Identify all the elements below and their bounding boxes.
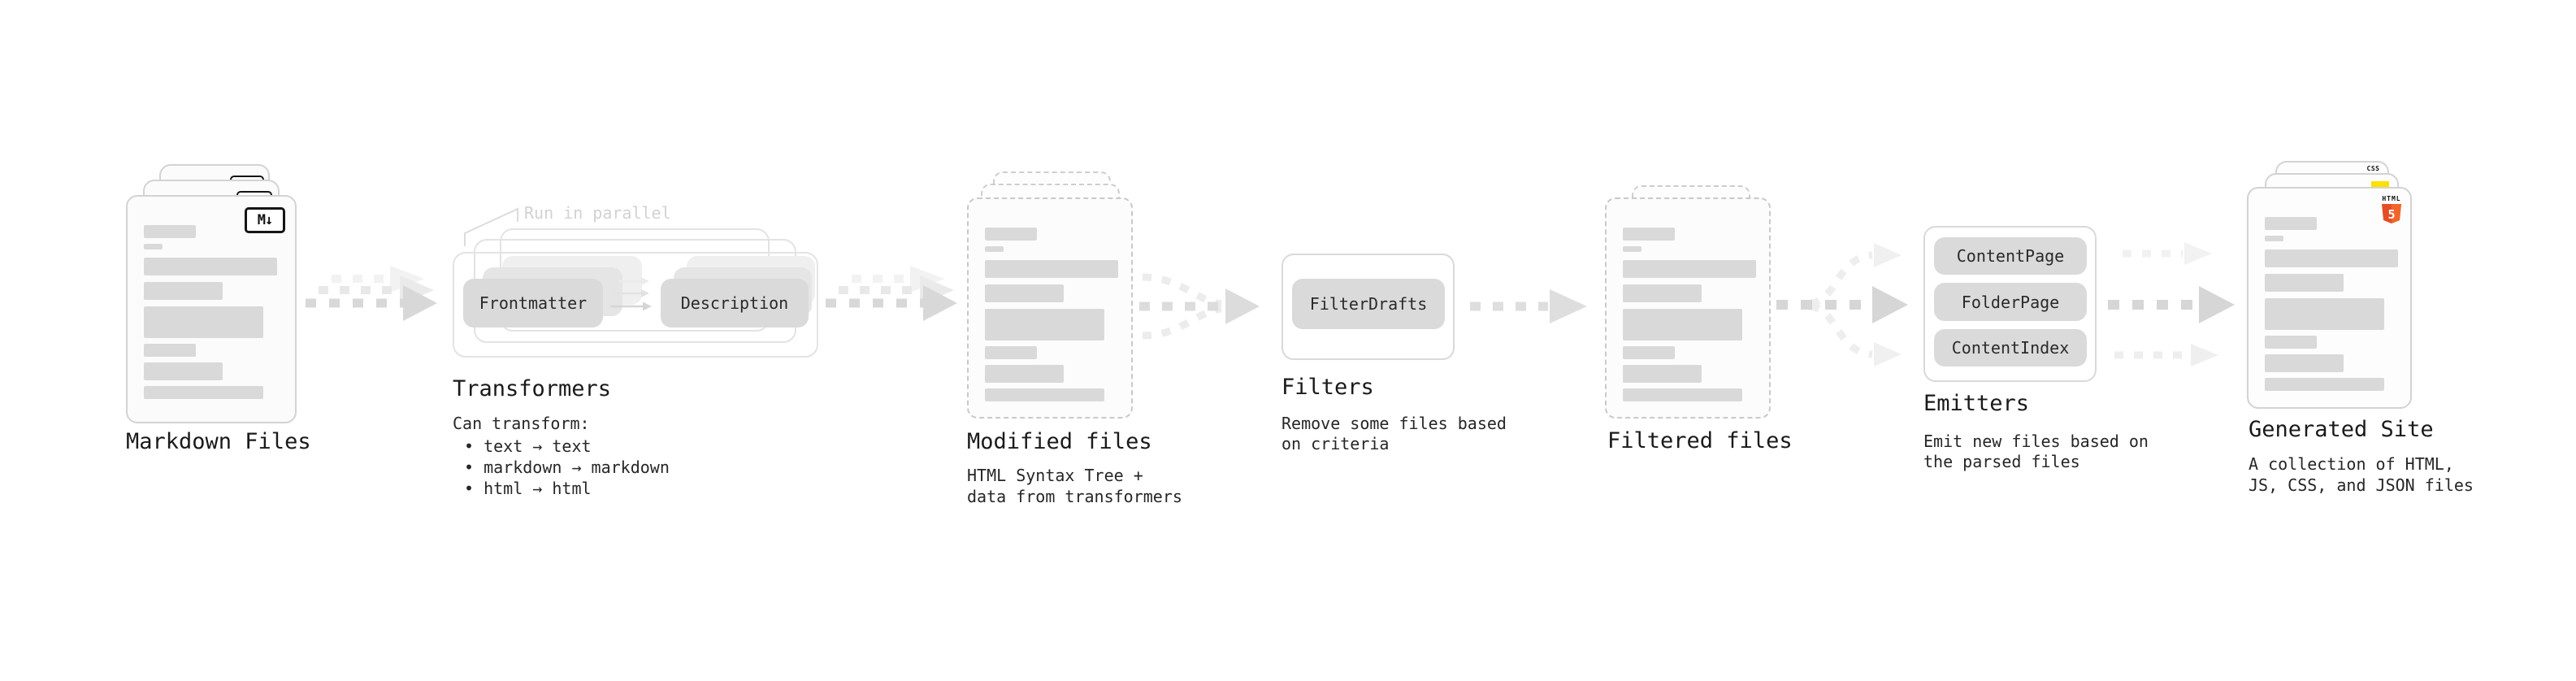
skeleton-bar	[985, 365, 1064, 383]
folderpage-pill: FolderPage	[1934, 283, 2087, 321]
modified-files-desc: HTML Syntax Tree +	[967, 466, 1143, 485]
skeleton-bar	[144, 258, 277, 275]
skeleton-bar	[2265, 378, 2384, 391]
skeleton-bar	[144, 386, 263, 399]
filters-desc: on criteria	[1281, 434, 1390, 453]
html5-badge-number: 5	[2387, 207, 2395, 222]
arrow-transformers-to-modified	[826, 266, 957, 321]
modified-file-card	[967, 197, 1133, 419]
modified-files-desc: data from transformers	[967, 487, 1182, 506]
skeleton-bar	[2265, 217, 2317, 230]
generated-site-desc: A collection of HTML,	[2249, 454, 2454, 474]
skeleton-bar	[1623, 228, 1675, 241]
skeleton-bar	[985, 346, 1037, 359]
skeleton-bar	[1623, 284, 1702, 302]
skeleton-bar	[985, 260, 1118, 278]
html5-icon: HTML 5	[2382, 195, 2401, 223]
skeleton-bar	[1623, 246, 1641, 252]
filters-label: Filters	[1281, 375, 1374, 400]
markdown-icon: M↓	[245, 207, 285, 233]
site-file-card-html: HTML 5	[2247, 187, 2412, 409]
transformers-bullet: • markdown → markdown	[464, 458, 670, 477]
skeleton-bar	[144, 282, 223, 300]
description-pill: Description	[661, 279, 809, 327]
markdown-files-label: Markdown Files	[126, 429, 311, 454]
frontmatter-pill: Frontmatter	[463, 279, 603, 327]
annotation-leader-line	[464, 207, 518, 246]
skeleton-bar	[1623, 365, 1702, 383]
markdown-badge-text: M↓	[257, 212, 274, 228]
filterdrafts-pill: FilterDrafts	[1292, 279, 1445, 329]
contentpage-pill: ContentPage	[1934, 237, 2087, 275]
skeleton-bar	[985, 388, 1104, 401]
arrow-markdown-to-transformers	[306, 266, 437, 321]
html5-shield-right	[2392, 204, 2401, 223]
arrow-emitters-to-site	[2108, 242, 2235, 367]
skeleton-bar	[1623, 388, 1742, 401]
skeleton-bar	[1623, 346, 1675, 359]
filters-desc: Remove some files based	[1281, 414, 1507, 433]
arrow-filtered-to-emitters	[1776, 243, 1908, 367]
skeleton-bar	[144, 344, 196, 357]
filtered-file-card	[1605, 197, 1771, 419]
transformers-bullet: • html → html	[464, 479, 592, 498]
contentindex-pill: ContentIndex	[1934, 329, 2087, 367]
filtered-files-label: Filtered files	[1607, 428, 1793, 453]
skeleton-bar	[144, 362, 223, 380]
transformers-desc-title: Can transform:	[453, 414, 590, 433]
css-badge-text: CSS	[2366, 165, 2380, 172]
transformers-label: Transformers	[453, 376, 612, 401]
skeleton-bar	[2265, 336, 2317, 349]
skeleton-bar	[144, 244, 163, 249]
skeleton-bar	[2265, 354, 2344, 372]
skeleton-bar	[985, 284, 1064, 302]
emitters-label: Emitters	[1923, 391, 2030, 416]
transform-arrows	[610, 277, 652, 311]
js-badge	[2371, 181, 2389, 190]
skeleton-bar	[1623, 260, 1756, 278]
skeleton-bar	[1623, 309, 1742, 340]
generated-site-desc: JS, CSS, and JSON files	[2249, 475, 2474, 495]
skeleton-bar	[985, 309, 1104, 340]
skeleton-bar	[2265, 298, 2384, 330]
transformer-frame-front	[453, 252, 818, 358]
generated-site-label: Generated Site	[2249, 417, 2434, 442]
modified-files-label: Modified files	[967, 429, 1152, 454]
arrow-modified-to-filters	[1139, 273, 1260, 340]
skeleton-bar	[2265, 274, 2344, 292]
skeleton-bar	[2265, 249, 2398, 267]
html5-badge-top-text: HTML	[2382, 195, 2400, 202]
skeleton-bar	[985, 228, 1037, 241]
transformers-bullet: • text → text	[464, 436, 592, 456]
skeleton-bar	[2265, 236, 2283, 241]
emitters-desc: the parsed files	[1923, 452, 2080, 471]
skeleton-bar	[144, 306, 263, 338]
markdown-file-card-front: M↓	[126, 195, 297, 423]
skeleton-bar	[144, 225, 196, 238]
emitters-desc: Emit new files based on	[1923, 432, 2149, 451]
skeleton-bar	[985, 246, 1004, 252]
arrow-filters-to-filtered	[1470, 289, 1587, 323]
run-in-parallel-annotation: Run in parallel	[524, 203, 671, 223]
